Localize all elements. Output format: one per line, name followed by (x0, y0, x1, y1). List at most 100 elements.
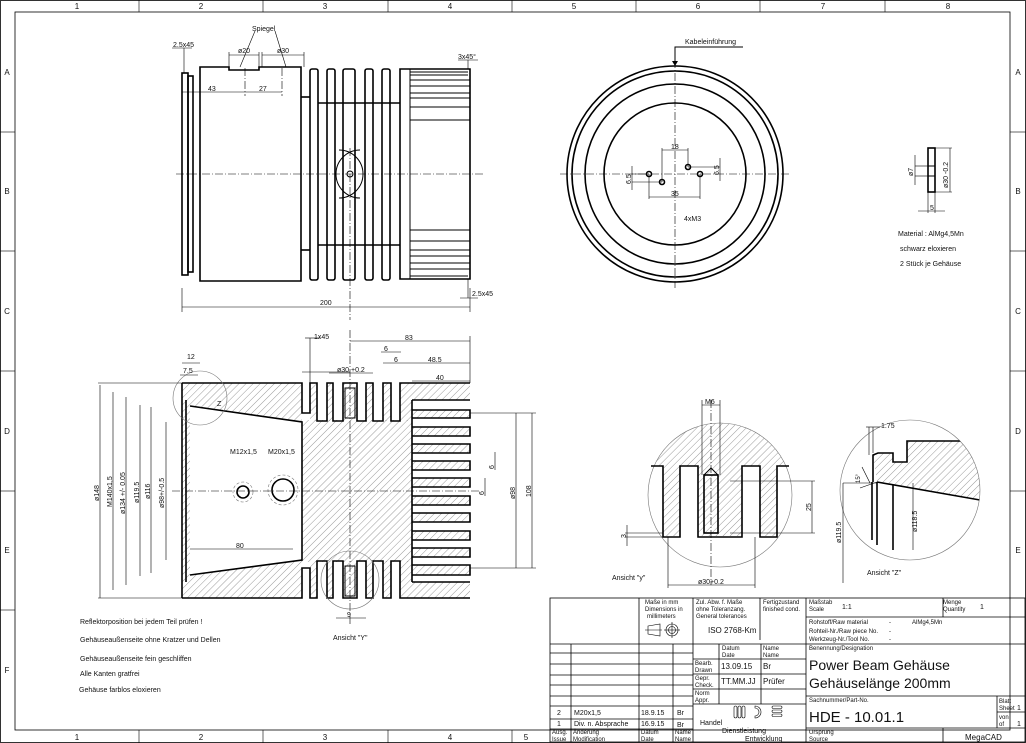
raw-material-dash: - (889, 620, 891, 626)
drawn-date: 13.09.15 (721, 662, 753, 671)
label-cable-entry: Kabeleinführung (685, 39, 736, 46)
col-label: 7 (821, 2, 826, 11)
thread-label: M20x1,5 (268, 449, 295, 456)
raw-material-label: Rohstoff/Raw material (809, 620, 868, 626)
rev-header: Modification (573, 737, 605, 743)
dim-label: 80 (236, 543, 244, 550)
drawn-label: Bearb. (695, 661, 713, 667)
label-spiegel: Spiegel (252, 26, 276, 33)
sheet-value: 1 (1017, 705, 1021, 712)
partno-label: Sachnummer/Part-No. (809, 698, 869, 704)
logo-word: Handel (700, 720, 723, 727)
detail-view-y: M6 25 3 ø30+0.2 Ansicht "y" (612, 399, 815, 588)
raw-material-value: AlMg4,5Mn (912, 620, 942, 626)
row-label: B (4, 187, 9, 196)
rev-date: 18.9.15 (641, 710, 664, 717)
name-header: Name (763, 653, 780, 659)
dims-label: Maße in mm (645, 600, 678, 606)
quantity-label: Quantity (943, 607, 965, 613)
row-label: A (4, 68, 10, 77)
col-label: 3 (323, 2, 328, 11)
tolerance-label: ohne Toleranzang. (696, 607, 746, 613)
dim-label: ø30 -0.2 (943, 162, 950, 188)
end-view: Kabeleinführung 18 35 6.5 6.5 4xM3 (560, 39, 790, 288)
dim-label: 3 (621, 534, 628, 538)
drawing-title-line1: Power Beam Gehäuse (809, 657, 950, 673)
washer-detail: ø7 ø30 -0.2 5 Material : AlMg4,5Mn schwa… (898, 147, 964, 268)
rev-name: Br (677, 722, 685, 729)
dim-label: ø98+/-0.5 (159, 478, 166, 508)
col-label: 5 (572, 2, 577, 11)
designation-label: Benennung/Designation (809, 646, 873, 652)
rev-header: Date (641, 737, 654, 743)
washer-quantity: 2 Stück je Gehäuse (900, 261, 961, 268)
note: Gehäuseaußenseite fein geschliffen (80, 656, 192, 663)
dim-label: 6 (394, 357, 398, 364)
rev-mod: M20x1,5 (574, 710, 601, 717)
dim-label: 3x45° (458, 53, 476, 61)
row-label: E (1015, 546, 1020, 555)
row-label: D (1015, 427, 1021, 436)
view-label-z: Ansicht "Z" (867, 570, 902, 577)
dim-label: ø148 (94, 485, 101, 501)
row-label: B (1015, 187, 1020, 196)
company-logo-icon (733, 705, 783, 719)
rev-mod: Div. n. Absprache (574, 721, 628, 728)
label-holes: 4xM3 (684, 216, 701, 223)
dim-label: ø119.5 (134, 482, 141, 503)
detail-view-z: 1.75 15° ø119.5 ø118.5 Ansicht "Z" (836, 419, 981, 583)
projection-symbol-icon (645, 622, 680, 638)
finish-label: finished cond. (763, 607, 800, 613)
dim-label: 2.5x45 (173, 42, 194, 49)
col-label: 2 (199, 733, 204, 742)
dim-label: 6.5 (714, 165, 721, 175)
dim-label: 83 (405, 335, 413, 342)
check-name: Prüfer (763, 677, 785, 686)
row-label: C (1015, 307, 1021, 316)
dim-label: M140x1,5 (107, 476, 114, 507)
date-header: Date (722, 653, 735, 659)
dim-label: 6.5 (626, 174, 633, 184)
dims-label: Dimensions in (645, 607, 683, 613)
dim-label: 200 (320, 300, 332, 307)
rev-header: Name (675, 737, 692, 743)
col-label: 2 (199, 2, 204, 11)
part-number: HDE - 10.01.1 (809, 709, 904, 726)
dim-label: 12 (187, 354, 195, 361)
dim-label: ø30 (277, 48, 289, 55)
note: Reflektorposition bei jedem Teil prüfen … (80, 619, 202, 626)
scale-label: Maßstab (809, 600, 833, 606)
rev-name: Br (677, 710, 685, 717)
rev-header: Änderung (573, 729, 599, 736)
tool-dash: - (889, 637, 891, 643)
dim-label: 25 (806, 503, 813, 511)
dim-label: ø119.5 (836, 522, 843, 543)
dim-label: 1.75 (881, 423, 895, 430)
raw-piece-dash: - (889, 629, 891, 635)
dim-label: 18 (671, 144, 679, 151)
dim-label: 35 (671, 191, 679, 198)
logo-word: Dienstleistung (722, 728, 766, 735)
rev-issue: 2 (557, 710, 561, 717)
dim-label: ø98 (510, 487, 517, 499)
drawing-title-line2: Gehäuselänge 200mm (809, 675, 951, 691)
dim-label: 15° (856, 473, 862, 483)
side-view: Spiegel 2.5x45 ø20 ø30 3x45° 43 27 200 2… (172, 26, 493, 320)
check-label: Check. (695, 683, 714, 689)
name-header: Name (763, 646, 780, 652)
of-label: of (999, 722, 1004, 728)
note: Gehäuseaußenseite ohne Kratzer und Delle… (80, 637, 221, 644)
tolerance-standard: ISO 2768-Km (708, 626, 757, 635)
date-header: Datum (722, 646, 740, 652)
dim-label: ø20 (238, 48, 250, 55)
norm-label: Norm (695, 691, 710, 697)
general-notes: Reflektorposition bei jedem Teil prüfen … (79, 619, 221, 694)
view-label-y-detail: Ansicht "y" (612, 575, 646, 582)
dim-label: 6 (489, 465, 496, 469)
dim-label: 48.5 (428, 357, 442, 364)
row-label: C (4, 307, 10, 316)
row-label: A (1015, 68, 1021, 77)
note: Gehäuse farblos eloxieren (79, 687, 161, 694)
row-label: F (5, 666, 10, 675)
drawn-label: Drawn (695, 668, 712, 674)
